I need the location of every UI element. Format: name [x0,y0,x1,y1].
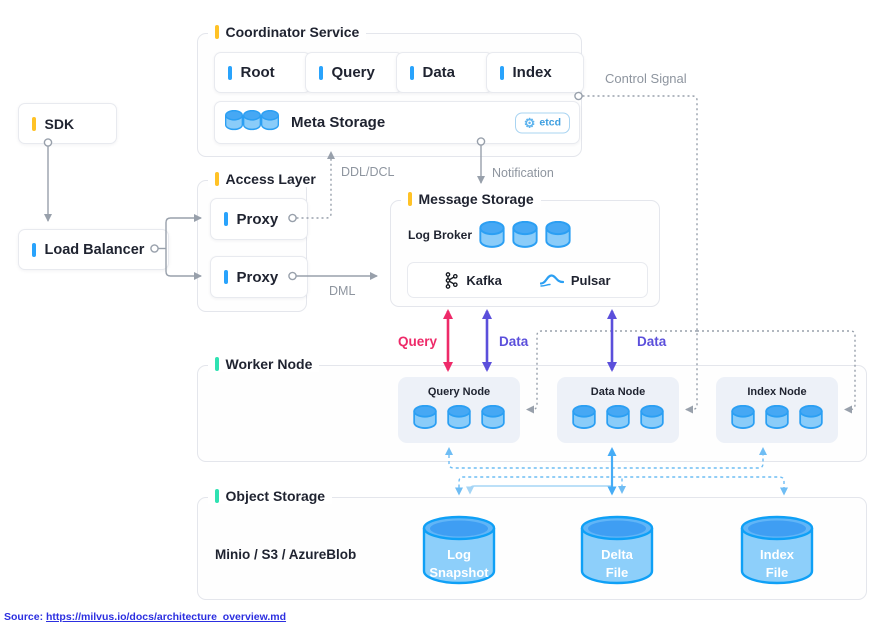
database-cylinder-icon [412,404,438,435]
dml-label: DML [329,284,356,298]
message-storage-label: Message Storage [418,191,534,207]
source-line: Source: https://milvus.io/docs/architect… [4,611,286,623]
data-coord-label: Data [422,64,456,81]
index-coord-box[interactable]: Index [486,52,584,93]
proxy-box-2[interactable]: Proxy [210,256,308,298]
access-layer-label: Access Layer [225,171,316,187]
database-cylinder-icon [242,109,262,135]
data-node-label: Data Node [590,386,646,398]
query-node-card[interactable]: Query Node [398,377,520,443]
worker-node-title: Worker Node [208,356,320,372]
database-cylinder-icon [544,220,572,254]
yellow-bar-icon [215,25,219,39]
blue-bar-icon [319,65,323,80]
green-bar-icon [215,489,219,503]
big-cylinder-icon [740,515,814,585]
object-backends-label: Minio / S3 / AzureBlob [215,547,357,562]
data-node-cylinders [557,404,679,435]
load-balancer-box[interactable]: Load Balancer [18,229,169,270]
source-link[interactable]: https://milvus.io/docs/architecture_over… [46,611,287,623]
etcd-badge: ⚙ etcd [514,112,570,133]
database-cylinder-icon [798,404,824,435]
green-bar-icon [215,357,219,371]
query-node-label: Query Node [427,386,491,398]
index-node-cylinders [716,404,838,435]
blue-bar-icon [500,65,504,80]
yellow-bar-icon [215,172,219,186]
meta-storage-label: Meta Storage [291,114,386,131]
query-coord-box[interactable]: Query [305,52,403,93]
blue-bar-icon [32,242,36,257]
database-cylinder-icon [480,404,506,435]
kafka-icon [446,271,459,289]
index-coord-label: Index [512,64,552,81]
big-cylinder-icon [422,515,496,585]
message-storage-title: Message Storage [401,191,541,207]
log-broker-cylinders [478,220,572,254]
pulsar-option[interactable]: Pulsar [539,272,611,288]
proxy-label: Proxy [236,210,279,228]
pulsar-label: Pulsar [570,272,611,288]
sdk-label: SDK [44,115,75,132]
database-cylinder-icon [730,404,756,435]
ddl-dcl-label: DDL/DCL [341,165,395,179]
query-coord-label: Query [331,64,375,81]
coordinator-service-label: Coordinator Service [225,24,360,40]
query-flow-label: Query [398,334,438,349]
coordinator-service-title: Coordinator Service [208,24,367,40]
data-coord-box[interactable]: Data [396,52,493,93]
root-coord-label: Root [240,64,275,81]
index-node-label: Index Node [747,386,807,398]
database-cylinder-icon [224,109,244,135]
blue-bar-icon [228,65,232,80]
worker-node-label: Worker Node [225,356,313,372]
database-cylinder-icon [478,220,506,254]
log-broker-label: Log Broker [408,228,473,242]
database-cylinder-icon [639,404,665,435]
source-prefix: Source: [4,611,47,623]
database-cylinder-icon [764,404,790,435]
blue-bar-icon [410,65,414,80]
pulsar-icon [539,273,564,287]
database-cylinder-icon [260,109,280,135]
etcd-gear-icon: ⚙ [523,115,536,130]
control-signal-label: Control Signal [605,71,687,86]
proxy-box-1[interactable]: Proxy [210,198,308,240]
index-node-card[interactable]: Index Node [716,377,838,443]
notification-label: Notification [492,166,554,180]
data-node-card[interactable]: Data Node [557,377,679,443]
access-layer-title: Access Layer [208,171,323,187]
data-flow-label: Data [499,334,529,349]
meta-storage-cylinders [224,109,280,135]
meta-storage-box[interactable]: Meta Storage ⚙ etcd [214,101,580,144]
proxy-label: Proxy [236,268,279,286]
kafka-label: Kafka [466,272,502,288]
root-coord-box[interactable]: Root [214,52,311,93]
kafka-option[interactable]: Kafka [444,271,502,289]
object-storage-label: Object Storage [225,488,326,504]
broker-options-box: Kafka Pulsar [407,262,648,298]
yellow-bar-icon [408,192,412,206]
blue-bar-icon [224,212,228,226]
blue-bar-icon [224,270,228,284]
query-node-cylinders [398,404,520,435]
database-cylinder-icon [511,220,539,254]
data-flow-label: Data [637,334,667,349]
yellow-bar-icon [32,116,36,131]
load-balancer-label: Load Balancer [44,241,145,258]
database-cylinder-icon [605,404,631,435]
database-cylinder-icon [571,404,597,435]
object-storage-title: Object Storage [208,488,333,504]
big-cylinder-icon [580,515,654,585]
database-cylinder-icon [446,404,472,435]
etcd-label: etcd [539,116,561,129]
sdk-box[interactable]: SDK [18,103,117,144]
